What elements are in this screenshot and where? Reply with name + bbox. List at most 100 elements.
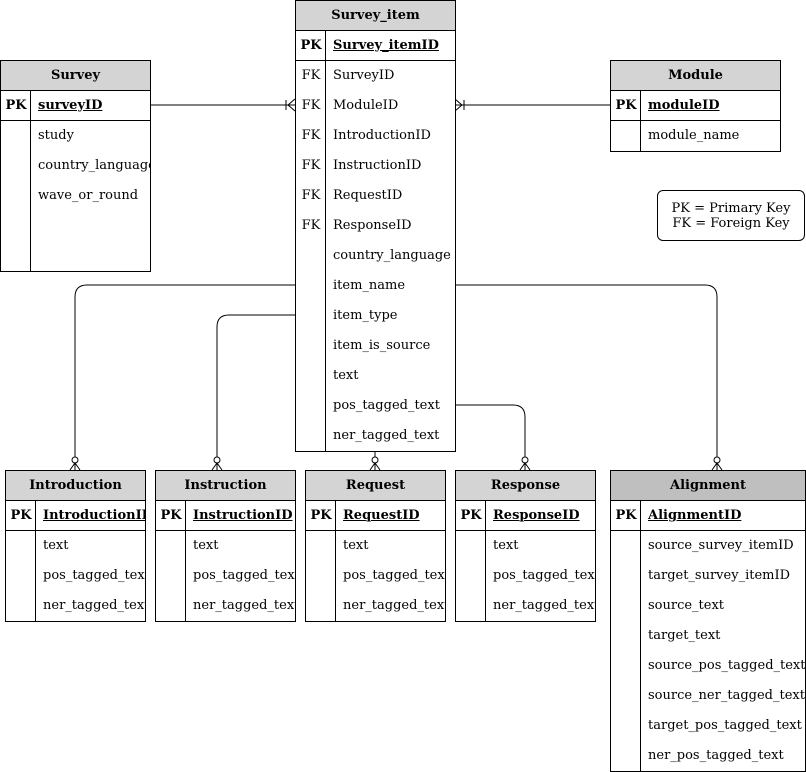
field-name: pos_tagged_text: [333, 398, 440, 413]
field-row: pos_tagged_text: [156, 561, 295, 591]
field-name: wave_or_round: [38, 188, 139, 203]
key-marker: [611, 121, 641, 151]
column-divider: [335, 501, 336, 530]
field-row: ner_tagged_text: [156, 591, 295, 621]
field-name: target_pos_tagged_text: [648, 718, 802, 733]
field-name: ner_tagged_text: [493, 598, 596, 613]
field-name: pos_tagged_text: [193, 568, 296, 583]
field-row: item_is_source: [296, 331, 455, 361]
entity-title: Module: [611, 61, 780, 91]
primary-key-row: PK ResponseID: [456, 501, 595, 531]
key-marker: PK: [300, 38, 322, 53]
column-divider: [640, 501, 641, 530]
key-marker: FK: [301, 188, 321, 203]
key-marker: [611, 741, 641, 771]
field-row: pos_tagged_text: [296, 391, 455, 421]
column-divider: [30, 91, 31, 120]
link-survey-item-introduction: [74, 284, 295, 457]
field-name: source_pos_tagged_text: [648, 658, 806, 673]
key-marker: [456, 561, 486, 591]
field-name: module_name: [648, 128, 740, 143]
field-name: ner_tagged_text: [43, 598, 146, 613]
key-marker: PK: [5, 98, 27, 113]
primary-key-row: PK IntroductionID: [6, 501, 145, 531]
crowfoot-introduction: [69, 462, 81, 471]
field-row: text: [156, 531, 295, 561]
field-list: text pos_tagged_text ner_tagged_text: [156, 531, 295, 621]
primary-key-name: IntroductionID: [43, 508, 146, 523]
field-name: text: [193, 538, 219, 553]
primary-key-name: ResponseID: [493, 508, 580, 523]
field-name: ModuleID: [333, 98, 399, 113]
entity-title: Survey: [1, 61, 150, 91]
key-marker: [611, 561, 641, 591]
key-marker: [456, 531, 486, 561]
field-name: ner_tagged_text: [333, 428, 440, 443]
field-name: item_type: [333, 308, 398, 323]
column-divider: [640, 91, 641, 120]
key-marker: [1, 181, 31, 211]
column-divider: [325, 31, 326, 60]
field-row: source_text: [611, 591, 805, 621]
column-divider: [485, 501, 486, 530]
field-name: text: [333, 368, 359, 383]
key-marker: [296, 271, 326, 301]
field-name: SurveyID: [333, 68, 395, 83]
column-divider: [35, 501, 36, 530]
key-marker: [611, 681, 641, 711]
field-name: pos_tagged_text: [43, 568, 146, 583]
field-name: source_text: [648, 598, 725, 613]
key-marker: [306, 561, 336, 591]
key-marker: [611, 711, 641, 741]
field-name: text: [493, 538, 519, 553]
column-divider: [335, 531, 336, 621]
key-marker: [1, 151, 31, 181]
field-row: country_language: [296, 241, 455, 271]
zero-circle-request: [371, 456, 379, 464]
field-row: target_text: [611, 621, 805, 651]
field-row: item_type: [296, 301, 455, 331]
field-name: ner_tagged_text: [193, 598, 296, 613]
primary-key-name: InstructionID: [193, 508, 293, 523]
zero-circle-response: [521, 456, 529, 464]
field-name: target_text: [648, 628, 721, 643]
field-row: ner_tagged_text: [456, 591, 595, 621]
field-row: text: [6, 531, 145, 561]
key-marker: FK: [301, 218, 321, 233]
key-marker: PK: [460, 508, 482, 523]
key-marker: PK: [160, 508, 182, 523]
key-marker: PK: [310, 508, 332, 523]
field-name: pos_tagged_text: [343, 568, 446, 583]
field-row: wave_or_round: [1, 181, 150, 211]
key-marker: PK: [10, 508, 32, 523]
field-row: module_name: [611, 121, 780, 151]
field-row: FK IntroductionID: [296, 121, 455, 151]
field-row: target_pos_tagged_text: [611, 711, 805, 741]
crowfoot-survey-item-left: [285, 98, 296, 112]
field-row: text: [296, 361, 455, 391]
key-marker: [156, 561, 186, 591]
key-marker: FK: [301, 128, 321, 143]
field-name: IntroductionID: [333, 128, 431, 143]
field-row: text: [456, 531, 595, 561]
primary-key-name: RequestID: [343, 508, 420, 523]
primary-key-name: Survey_itemID: [333, 38, 439, 53]
key-marker: [6, 531, 36, 561]
link-survey-item-response: [455, 404, 526, 457]
